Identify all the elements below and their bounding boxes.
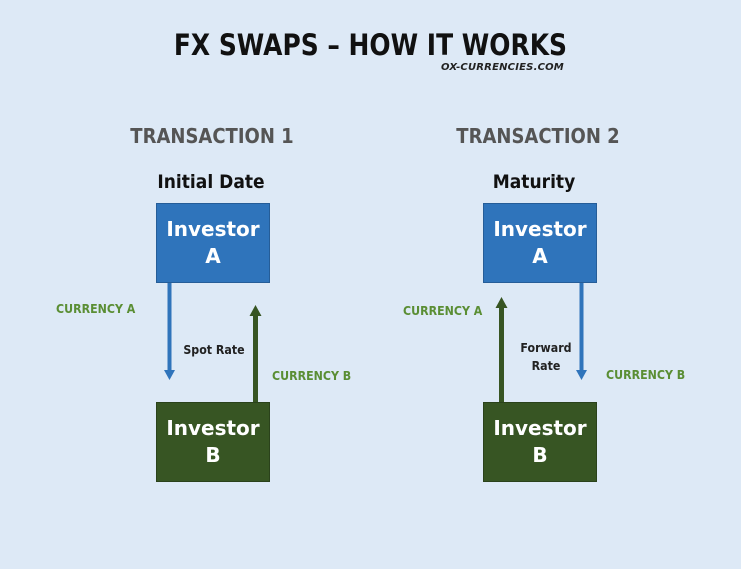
transaction-2-currency-a-arrow (495, 297, 508, 402)
investor-a-label: Investor (493, 217, 587, 241)
initial-date-label: Initial Date (157, 171, 265, 193)
investor-b-label: Investor (493, 416, 587, 440)
maturity-label: Maturity (492, 171, 576, 193)
investor-a-letter: A (205, 244, 221, 268)
investor-b-letter: B (205, 443, 221, 467)
transaction-2-currency-a-label: CURRENCY A (403, 304, 483, 318)
spot-rate-label: Spot Rate (183, 343, 245, 357)
transaction-1-currency-a-arrow (164, 283, 175, 380)
transaction-2-investor-b: Investor B (483, 402, 597, 482)
forward-rate-line2: Rate (531, 359, 561, 373)
transaction-1-currency-b-arrow (249, 305, 262, 402)
transaction-1-investor-b: Investor B (156, 402, 270, 482)
forward-rate-label: Forward Rate (509, 339, 583, 375)
transaction-2-currency-b-arrow (576, 283, 587, 380)
investor-b-label: Investor (166, 416, 260, 440)
investor-a-letter: A (532, 244, 548, 268)
investor-b-letter: B (532, 443, 548, 467)
transaction-1-currency-b-label: CURRENCY B (272, 369, 352, 383)
source-label: OX-CURRENCIES.COM (441, 62, 564, 73)
page-title: FX SWAPS – HOW IT WORKS (173, 28, 567, 62)
investor-a-label: Investor (166, 217, 260, 241)
transaction-2-currency-b-label: CURRENCY B (606, 368, 686, 382)
transaction-1-currency-a-label: CURRENCY A (56, 302, 136, 316)
transaction-2-heading: TRANSACTION 2 (456, 124, 620, 148)
transaction-1-investor-a: Investor A (156, 203, 270, 283)
transaction-1-heading: TRANSACTION 1 (130, 124, 294, 148)
forward-rate-line1: Forward (520, 341, 572, 355)
transaction-2-investor-a: Investor A (483, 203, 597, 283)
